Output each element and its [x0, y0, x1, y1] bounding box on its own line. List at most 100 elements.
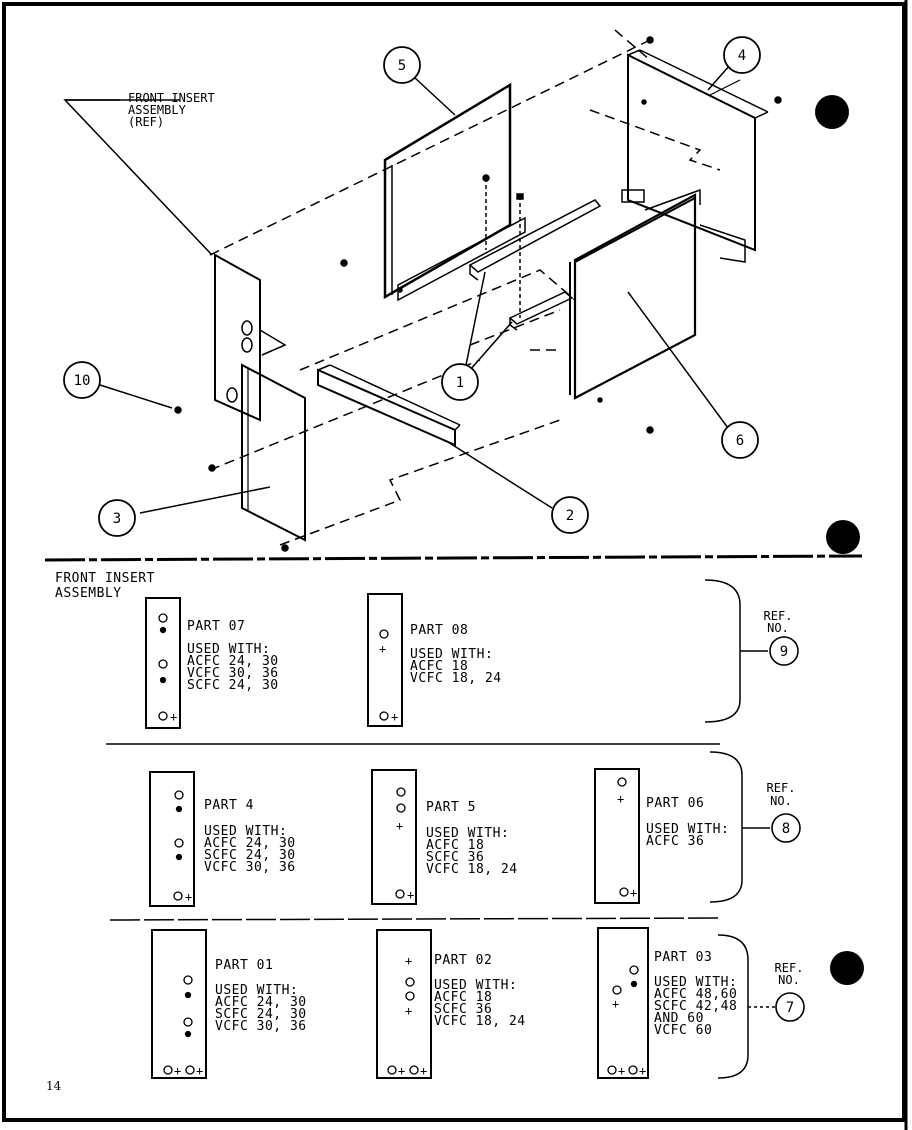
row-separator [109, 917, 721, 921]
svg-text:VCFC 30, 36: VCFC 30, 36 [215, 1019, 307, 1034]
svg-text:PART 5: PART 5 [426, 800, 476, 815]
svg-text:+: + [174, 1064, 181, 1078]
legend-title: FRONT INSERT ASSEMBLY [55, 571, 155, 601]
svg-text:+: + [407, 888, 414, 902]
svg-text:7: 7 [786, 1000, 794, 1016]
ref-brackets [704, 579, 775, 1079]
svg-text:SCFC 24, 30: SCFC 24, 30 [187, 678, 279, 693]
svg-text:+: + [379, 642, 386, 656]
desc-part-01: PART 01 USED WITH: ACFC 24, 30 SCFC 24, … [215, 958, 307, 1034]
panel-part-08: + + [367, 593, 403, 727]
callout-6: 6 [736, 433, 744, 449]
callout-1: 1 [456, 375, 464, 391]
svg-text:SCFC 36: SCFC 36 [434, 1002, 492, 1017]
front-insert-ref-label: FRONT INSERT ASSEMBLY (REF) [128, 91, 215, 129]
svg-text:SCFC 42,48: SCFC 42,48 [654, 999, 737, 1014]
callout-10: 10 [74, 373, 91, 389]
callout-4-circle [723, 36, 761, 74]
svg-text:VCFC 30, 36: VCFC 30, 36 [187, 666, 279, 681]
svg-text:9: 9 [780, 644, 788, 660]
svg-text:+: + [618, 1064, 625, 1078]
svg-text:AND 60: AND 60 [654, 1011, 704, 1026]
svg-text:+: + [185, 890, 192, 904]
svg-text:USED WITH:: USED WITH: [410, 647, 493, 662]
desc-part-4: PART 4 USED WITH: ACFC 24, 30 SCFC 24, 3… [204, 798, 296, 875]
desc-part-08: PART 08 USED WITH: ACFC 18 VCFC 18, 24 [410, 623, 502, 686]
exploded-view [63, 29, 782, 552]
svg-text:8: 8 [782, 821, 790, 837]
svg-text:ACFC 18: ACFC 18 [434, 990, 492, 1005]
svg-text:REF.: REF. [775, 961, 804, 975]
desc-part-03: PART 03 USED WITH: ACFC 48,60 SCFC 42,48… [654, 950, 737, 1038]
svg-text:PART 4: PART 4 [204, 798, 254, 813]
page-number: 14 [46, 1079, 62, 1093]
callout-1-circle [441, 363, 479, 401]
callout-3: 3 [113, 511, 121, 527]
ref-no-7: REF. NO. 7 [775, 961, 805, 1022]
svg-text:VCFC 18, 24: VCFC 18, 24 [426, 862, 518, 877]
svg-text:+: + [617, 792, 624, 806]
svg-text:+: + [630, 886, 637, 900]
svg-text:+: + [405, 954, 412, 968]
svg-text:USED WITH:: USED WITH: [654, 975, 737, 990]
panel-part-4: + [149, 771, 195, 907]
section-divider [44, 554, 863, 562]
svg-text:USED WITH:: USED WITH: [646, 822, 729, 837]
svg-text:VCFC 18, 24: VCFC 18, 24 [434, 1014, 526, 1029]
binder-holes [815, 95, 864, 985]
svg-text:ACFC 24, 30: ACFC 24, 30 [215, 995, 307, 1010]
ref-no-8: REF. NO. 8 [767, 781, 801, 843]
svg-text:PART 01: PART 01 [215, 958, 273, 973]
svg-text:ACFC 36: ACFC 36 [646, 834, 704, 849]
svg-text:ACFC 24, 30: ACFC 24, 30 [187, 654, 279, 669]
svg-text:SCFC 24, 30: SCFC 24, 30 [215, 1007, 307, 1022]
svg-text:PART 02: PART 02 [434, 953, 492, 968]
svg-text:ASSEMBLY: ASSEMBLY [128, 103, 187, 117]
callout-2-circle [551, 496, 589, 534]
svg-text:USED WITH:: USED WITH: [187, 642, 270, 657]
svg-text:+: + [612, 997, 619, 1011]
diagram-callouts [63, 36, 761, 537]
svg-text:VCFC 18, 24: VCFC 18, 24 [410, 671, 502, 686]
svg-text:+: + [405, 1004, 412, 1018]
callout-2: 2 [566, 508, 574, 524]
svg-text:USED WITH:: USED WITH: [204, 824, 287, 839]
svg-text:+: + [398, 1064, 405, 1078]
svg-text:SCFC 36: SCFC 36 [426, 850, 484, 865]
desc-part-5: PART 5 USED WITH: ACFC 18 SCFC 36 VCFC 1… [426, 800, 518, 877]
svg-text:+: + [391, 710, 398, 724]
svg-text:ASSEMBLY: ASSEMBLY [55, 586, 122, 601]
svg-text:NO.: NO. [767, 621, 789, 635]
svg-text:+: + [196, 1064, 203, 1078]
svg-text:REF.: REF. [764, 609, 793, 623]
svg-text:FRONT INSERT: FRONT INSERT [128, 91, 215, 105]
svg-text:+: + [420, 1064, 427, 1078]
svg-text:REF.: REF. [767, 781, 796, 795]
svg-text:+: + [170, 710, 177, 724]
callout-5: 5 [398, 58, 406, 74]
svg-text:NO.: NO. [770, 794, 792, 808]
svg-text:NO.: NO. [778, 973, 800, 987]
svg-text:FRONT INSERT: FRONT INSERT [55, 571, 155, 586]
svg-text:+: + [639, 1064, 646, 1078]
svg-text:PART 08: PART 08 [410, 623, 468, 638]
panel-part-5: + + [371, 769, 417, 905]
svg-text:ACFC 18: ACFC 18 [410, 659, 468, 674]
svg-text:VCFC 30, 36: VCFC 30, 36 [204, 860, 296, 875]
callout-4: 4 [738, 48, 746, 64]
desc-part-07: PART 07 USED WITH: ACFC 24, 30 VCFC 30, … [187, 619, 279, 693]
panel-part-06: + + [594, 768, 640, 904]
svg-text:PART 03: PART 03 [654, 950, 712, 965]
panel-part-01: + + [151, 929, 207, 1079]
svg-text:ACFC 48,60: ACFC 48,60 [654, 987, 737, 1002]
svg-text:PART 06: PART 06 [646, 796, 704, 811]
svg-text:ACFC 18: ACFC 18 [426, 838, 484, 853]
svg-text:ACFC 24, 30: ACFC 24, 30 [204, 836, 296, 851]
ref-no-9: REF. NO. 9 [764, 609, 799, 666]
callout-10-circle [63, 361, 101, 399]
svg-text:USED WITH:: USED WITH: [434, 978, 517, 993]
desc-part-06: PART 06 USED WITH: ACFC 36 [646, 796, 729, 849]
callout-3-circle [98, 499, 136, 537]
